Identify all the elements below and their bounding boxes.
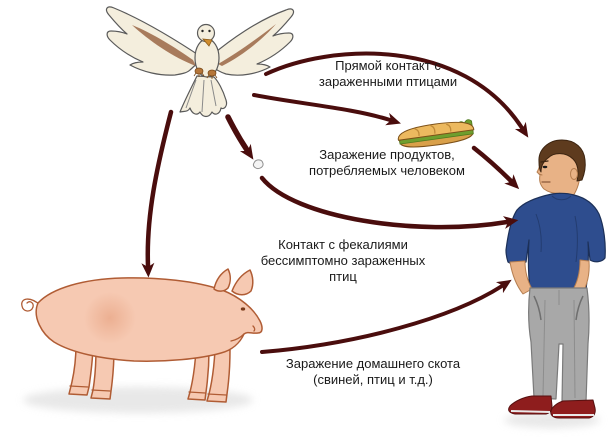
pig-nostril [252, 325, 256, 332]
pig-leg [187, 349, 210, 401]
pig-body [35, 277, 263, 362]
sandwich-top-bread [397, 121, 475, 141]
dove-talons [193, 67, 218, 79]
label-livestock-infection: Заражение домашнего скота (свиней, птиц … [285, 356, 461, 387]
man-shoe-soles [510, 410, 594, 416]
arrow-food-to-human [471, 145, 520, 190]
man-ear [570, 168, 578, 180]
arrow-bird-to-pig [141, 109, 174, 278]
man-nose-line [538, 173, 543, 176]
pig-eye [240, 307, 246, 311]
pig-blush [84, 292, 136, 344]
pig-mouth [230, 333, 245, 342]
dove-right-wing-patch [218, 24, 276, 66]
label-food-contamination: Заражение продуктов, потребляемых челове… [309, 147, 465, 178]
dove-eye-left [201, 29, 204, 33]
sandwich-icon [397, 119, 475, 148]
man-figure [505, 139, 606, 419]
sandwich-score-lines [414, 123, 452, 137]
man-hair [538, 139, 586, 182]
man-eyebrow [540, 160, 549, 163]
arrow-bird-to-droppings [225, 114, 254, 160]
dove-left-wing-patch [132, 25, 196, 66]
arrow-bird-to-food [252, 93, 401, 126]
arrow-pig-to-human [260, 279, 512, 354]
man-pants-creases [542, 290, 576, 399]
arrow-bird-to-human [264, 51, 529, 138]
droppings-icon [252, 159, 264, 169]
pig-ear-near [231, 269, 254, 296]
dove-icon [105, 6, 295, 118]
man-eye [542, 165, 548, 169]
man-shoe-right [550, 399, 596, 419]
dove-beak [202, 38, 213, 47]
label-feces-contact: Контакт с фекалиями бессимптомно заражен… [260, 237, 426, 284]
pig-ear-far [213, 268, 231, 292]
label-direct-contact: Прямой контакт с зараженными птицами [318, 58, 458, 89]
man-shirt-folds [535, 195, 578, 263]
pig-icon [21, 268, 263, 403]
dove-tail-feather-lines [185, 79, 217, 113]
dove-eye-right [208, 29, 211, 33]
pig-leg [206, 349, 231, 403]
man-pocket-slits [533, 295, 584, 321]
pig-hoof-lines [69, 385, 227, 396]
pig-tail [21, 298, 41, 312]
arrow-droppings-to-human [259, 175, 519, 230]
